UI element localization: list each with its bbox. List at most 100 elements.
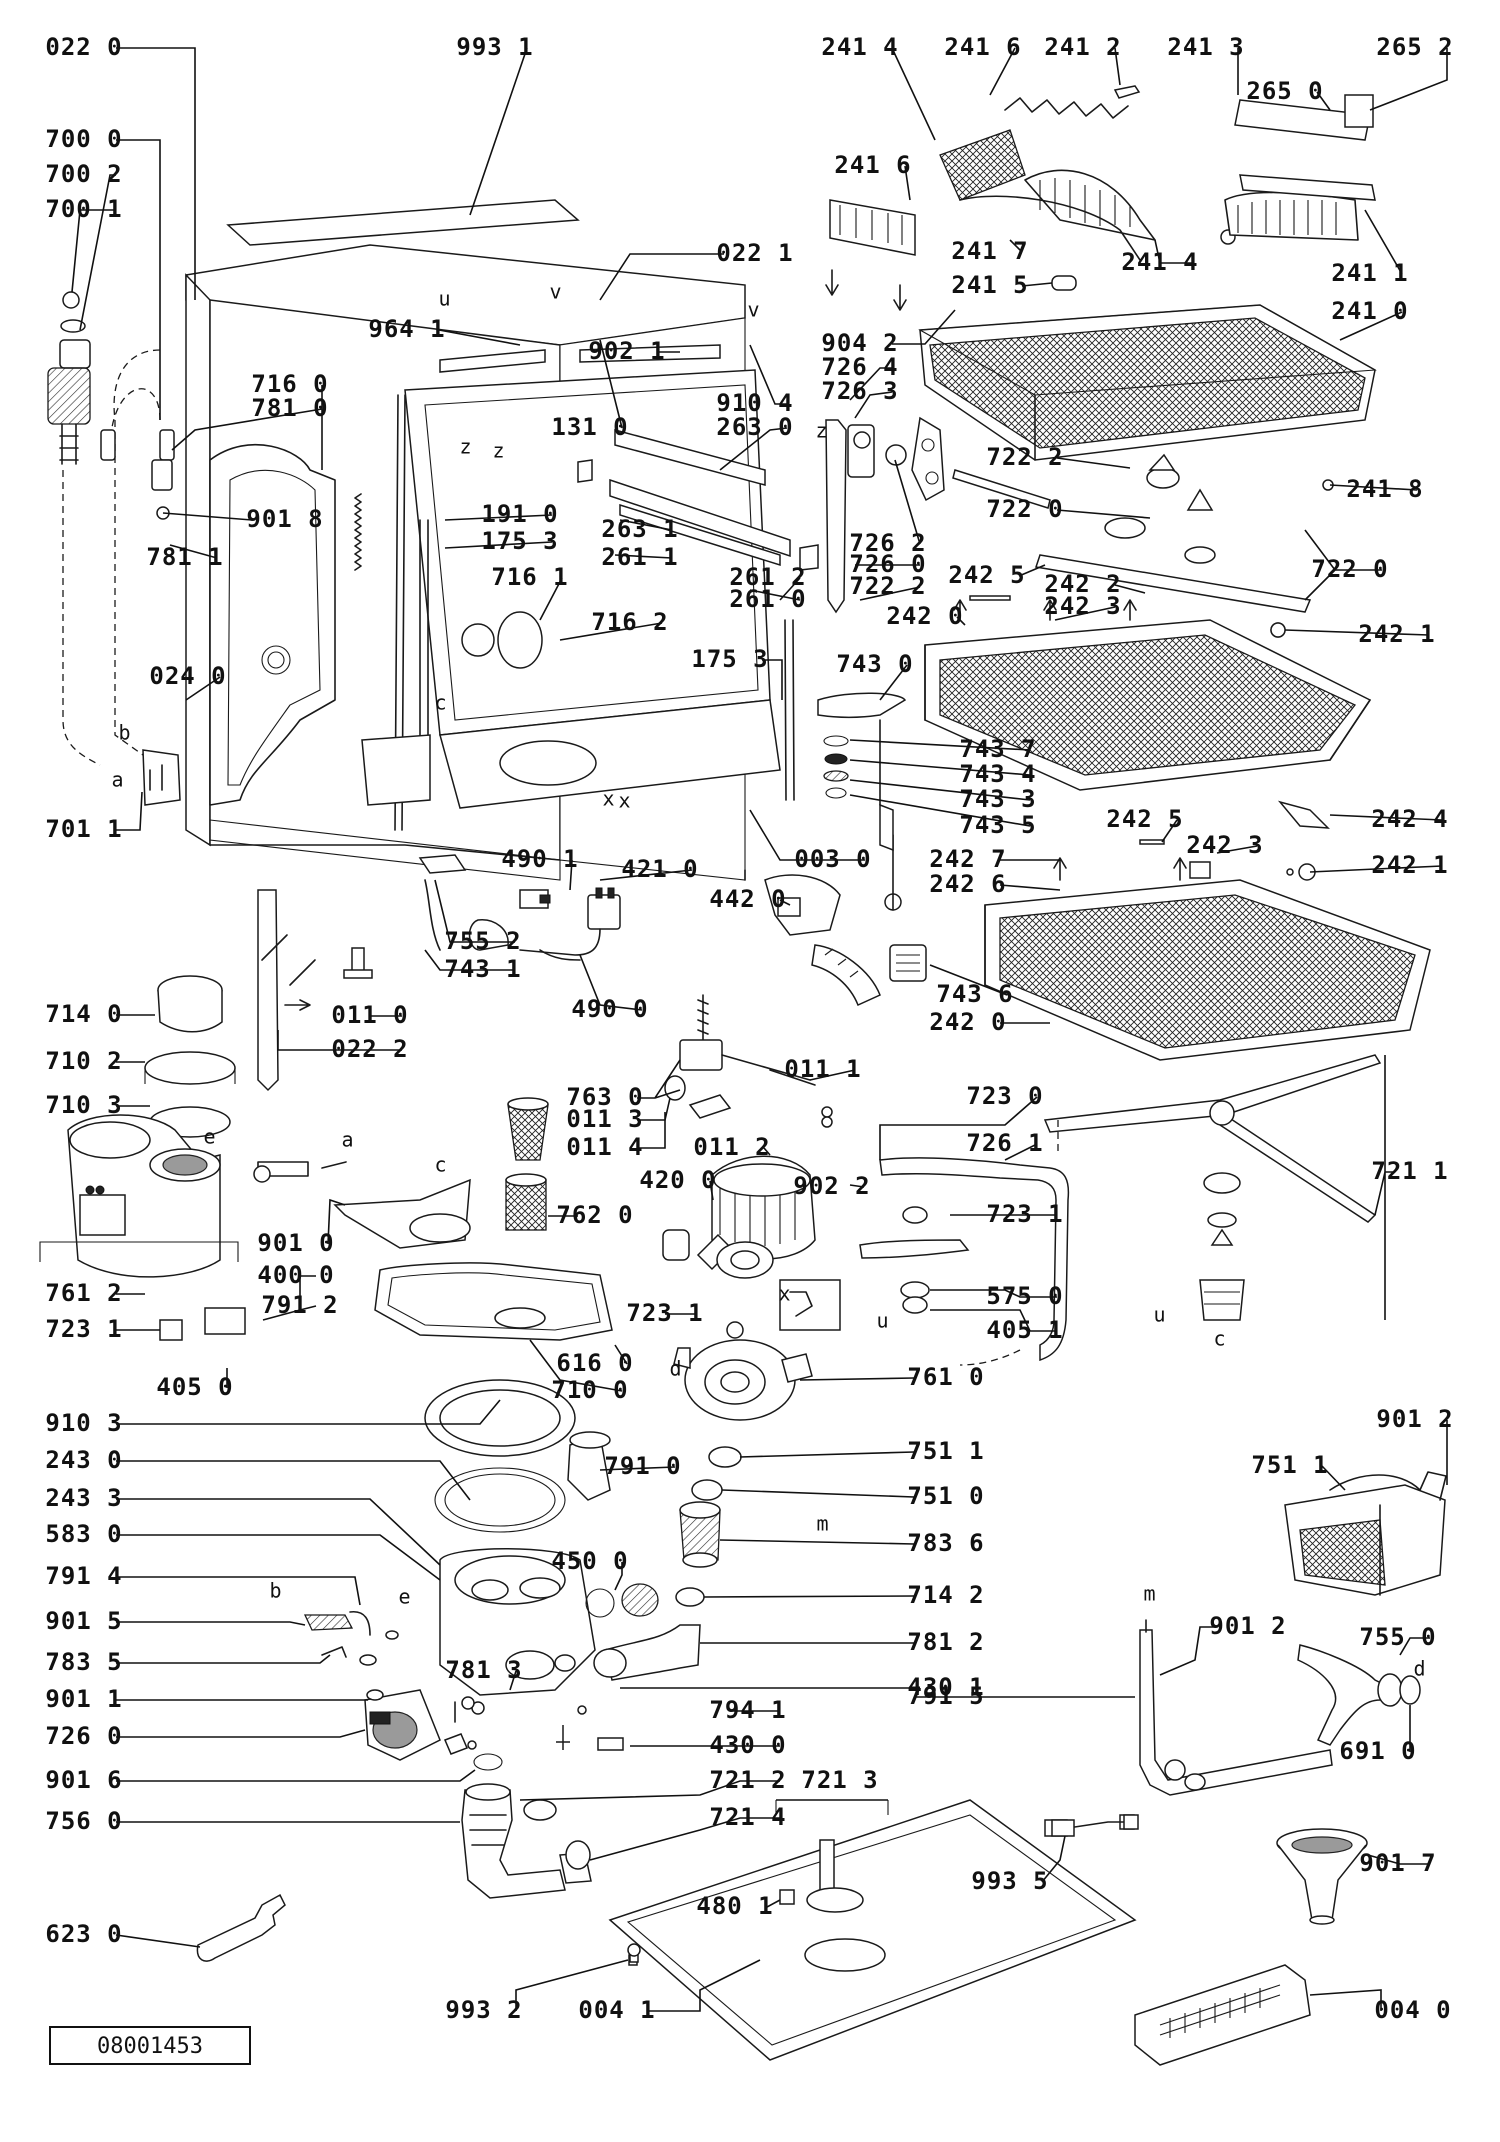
- part-number-label: 901 1: [45, 1685, 122, 1713]
- leader-line: [599, 1466, 676, 1471]
- leader-line: [115, 1934, 201, 1948]
- part-number-label: 400 0: [257, 1261, 334, 1289]
- leader-line: [879, 1096, 1038, 1160]
- leader-line: [799, 1377, 915, 1381]
- leader-line: [719, 1539, 915, 1545]
- part-number-label: 726 1: [966, 1129, 1043, 1157]
- part-number-label: 901 5: [45, 1607, 122, 1635]
- part-number-label: 241 3: [1167, 33, 1244, 61]
- leader-line: [619, 519, 673, 531]
- drain-hose-drawing: [1297, 1644, 1421, 1746]
- part-number-label: 242 3: [1044, 592, 1121, 620]
- part-number-label: 700 2: [45, 160, 122, 188]
- leader-line: [116, 1576, 361, 1606]
- part-number-label: 405 0: [156, 1373, 233, 1401]
- part-number-label: 751 1: [1251, 1451, 1328, 1479]
- leader-line: [116, 1498, 441, 1566]
- connection-marker: v: [747, 298, 760, 322]
- connection-marker: v: [549, 280, 562, 304]
- leader-line: [1399, 1637, 1430, 1656]
- leader-line: [1004, 1143, 1038, 1161]
- leader-line: [1159, 1626, 1216, 1676]
- connection-marker: e: [203, 1125, 216, 1149]
- leader-line: [162, 512, 253, 521]
- part-number-label: 710 0: [551, 1376, 628, 1404]
- part-number-label: 241 1: [1331, 259, 1408, 287]
- part-number-label: 791 2: [261, 1291, 338, 1319]
- leader-line: [614, 1344, 628, 1365]
- part-number-label: 993 1: [456, 33, 533, 61]
- leader-line: [515, 1959, 629, 2011]
- upper-spray-arm-drawing: [952, 453, 1334, 638]
- base-plate-drawing: [608, 1799, 1137, 2061]
- part-number-label: 242 3: [1186, 831, 1263, 859]
- wrench-drawing: [196, 1893, 286, 1962]
- leader-line: [1009, 239, 1023, 253]
- leader-line: [1161, 819, 1178, 843]
- part-number-label: 242 1: [1371, 851, 1448, 879]
- part-number-label: 261 2: [729, 563, 806, 591]
- part-number-label: 721 2: [709, 1766, 786, 1794]
- leader-line: [116, 1769, 476, 1782]
- part-number-label: 755 2: [444, 927, 521, 955]
- connection-marker: u: [438, 287, 451, 311]
- part-number-label: 242 0: [929, 1008, 1006, 1036]
- part-number-label: 011 1: [784, 1055, 861, 1083]
- leader-line: [424, 949, 515, 971]
- part-number-label: 964 1: [368, 315, 445, 343]
- part-number-label: 743 4: [959, 760, 1036, 788]
- part-number-label: 623 0: [45, 1920, 122, 1948]
- part-number-label: 263 1: [601, 515, 678, 543]
- circulation-pump-drawing: [554, 1155, 841, 1681]
- leader-line: [589, 1817, 780, 1861]
- leader-line: [1329, 814, 1443, 821]
- part-number-label: 993 2: [445, 1996, 522, 2024]
- leader-line: [1054, 606, 1116, 621]
- leader-line: [892, 309, 956, 345]
- leader-line: [1374, 1055, 1395, 1320]
- part-number-label: 761 2: [45, 1279, 122, 1307]
- part-number-label: 004 0: [1374, 1996, 1451, 2024]
- leader-line: [1367, 1854, 1430, 1865]
- leader-line: [749, 809, 865, 861]
- leader-line: [1309, 865, 1443, 873]
- part-number-label: 710 2: [45, 1047, 122, 1075]
- part-number-label: 781 1: [146, 543, 223, 571]
- leader-line: [1339, 311, 1403, 341]
- part-number-label: 755 0: [1359, 1623, 1436, 1651]
- salt-container-drawing: [67, 975, 347, 1341]
- leader-line: [1056, 457, 1131, 469]
- leader-line: [1316, 91, 1331, 111]
- part-number-label: 726 0: [45, 1722, 122, 1750]
- part-number-label: 421 0: [621, 855, 698, 883]
- part-number-label: 442 0: [709, 885, 786, 913]
- leader-line: [709, 1180, 714, 1201]
- part-number-label: 003 0: [794, 845, 871, 873]
- leader-line: [849, 367, 892, 401]
- part-number-label: 480 1: [696, 1892, 773, 1920]
- leader-line: [519, 1780, 780, 1801]
- leader-line: [930, 1289, 1057, 1298]
- leader-line: [766, 1899, 781, 1908]
- part-number-label: 004 1: [578, 1996, 655, 2024]
- part-number-label: 024 0: [149, 662, 226, 690]
- part-number-label: 241 4: [1121, 248, 1198, 276]
- part-number-label: 714 0: [45, 1000, 122, 1028]
- leader-line: [904, 165, 911, 201]
- part-number-label: 405 1: [986, 1316, 1063, 1344]
- part-number-label: 901 7: [1359, 1849, 1436, 1877]
- connection-marker: x: [778, 1282, 791, 1306]
- part-number-label: 011 2: [693, 1133, 770, 1161]
- leader-line: [721, 1489, 915, 1498]
- part-number-label: 241 4: [821, 33, 898, 61]
- leader-line: [1321, 1465, 1346, 1491]
- leader-line: [779, 899, 791, 906]
- electrical-parts-drawing: [468, 874, 927, 1007]
- cabinet-frame-drawing: [113, 199, 819, 881]
- connection-marker: d: [669, 1357, 682, 1381]
- leader-line: [891, 47, 936, 141]
- part-number-label: 022 0: [45, 33, 122, 61]
- leader-line: [649, 1959, 761, 2012]
- part-number-label: 242 1: [1358, 620, 1435, 648]
- leader-line: [169, 544, 218, 559]
